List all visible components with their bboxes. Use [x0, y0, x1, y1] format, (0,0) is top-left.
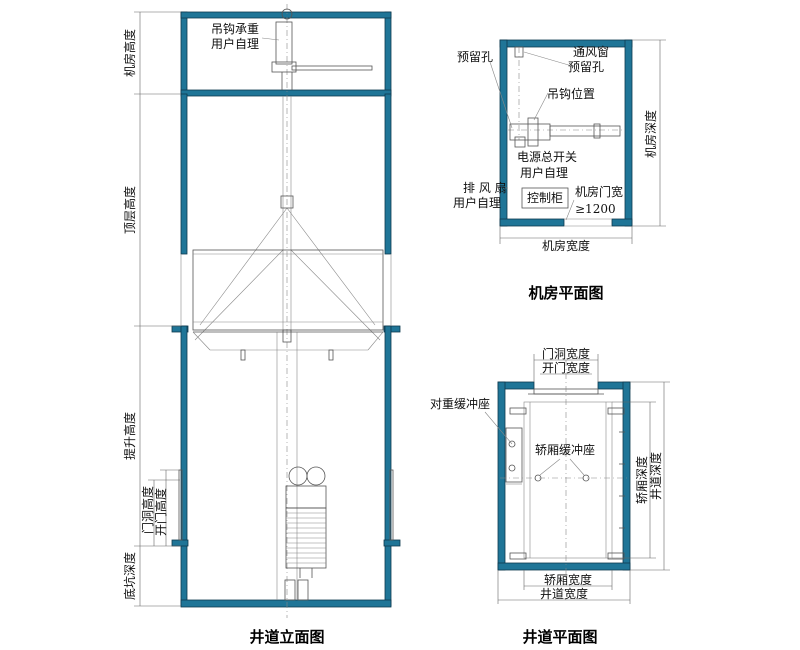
mr-machine-body	[509, 123, 551, 141]
sp-car-buffer-label: 轿厢缓冲座	[535, 442, 595, 457]
mr-top-wall	[499, 39, 633, 48]
machine-room-floor-slab	[180, 89, 392, 97]
mr-exhaust-self-label: 用户自理	[453, 195, 501, 210]
mr-depth-label: 机房深度	[643, 110, 658, 158]
pit-left-step	[171, 539, 189, 547]
mr-vent-label-2: 预留孔	[568, 60, 604, 74]
sp-left-wall	[497, 381, 506, 571]
traction-machine	[275, 21, 293, 65]
top-left-wall	[180, 93, 188, 255]
mr-exhaust-fan-label: 排 风 扇	[463, 180, 507, 195]
lower-left-wall	[180, 325, 188, 607]
sp-car-outline	[523, 401, 613, 559]
travel-height-label: 提升高度	[122, 412, 137, 460]
hook-note-line2: 用户自理	[211, 36, 259, 51]
counterweight-plates	[286, 512, 326, 564]
sp-counterweight	[505, 427, 523, 483]
mr-bottom-wall-left	[499, 218, 565, 227]
right-landing-slab	[383, 325, 401, 333]
door-open-height-label: 开门高度	[153, 488, 168, 536]
control-cabinet	[521, 187, 569, 209]
elevation-title: 井道立面图	[249, 628, 324, 646]
car-shoe	[282, 329, 292, 343]
counterweight-head	[285, 485, 327, 509]
door-hole-height-label: 门洞高度	[140, 486, 155, 534]
hook-circle	[281, 8, 293, 20]
sp-door-hole-width-label: 门洞宽度	[542, 346, 590, 361]
machine-room-roof	[180, 11, 392, 19]
shaft-plan: 轿厢缓冲座 对重缓冲座 门洞宽度 开门宽度 轿厢深度 井道深度 轿厢宽度 井道宽…	[430, 346, 670, 646]
machine-room-right-wall	[384, 11, 392, 95]
pit-buffer-left	[284, 579, 296, 601]
sp-rail-top-left	[509, 407, 527, 415]
lower-door-frame-right	[389, 469, 394, 541]
pit-right-step	[383, 539, 401, 547]
sp-rail-bottom-right	[607, 552, 625, 560]
mr-power-switch-label: 电源总开关	[517, 150, 577, 164]
shaft-elevation: 吊钩承重 用户自理 机房高度 顶层高度 提升高度 门洞高度 开门高度 底坑深度 …	[122, 4, 401, 646]
sp-rail-bottom-left	[509, 552, 527, 560]
sp-car-buffer-right	[582, 474, 590, 482]
sp-rail-top-right	[607, 407, 625, 415]
machine-room-plan: 控制柜 预留孔 通风窗 预留孔 吊钩位置 电源总开关 用户自理 排 风 扇 用户…	[453, 39, 666, 302]
sp-bottom-wall	[497, 562, 631, 571]
elevation-dimensions: 机房高度 顶层高度 提升高度 门洞高度 开门高度 底坑深度	[122, 11, 181, 607]
mr-self-managed-label: 用户自理	[520, 165, 568, 180]
shaft-plan-title: 井道平面图	[522, 628, 597, 646]
mr-reserved-hole-label: 预留孔	[457, 50, 493, 64]
sp-cw-buffer-label: 对重缓冲座	[430, 396, 490, 411]
mr-width-label: 机房宽度	[542, 238, 590, 253]
lower-right-wall	[384, 325, 392, 607]
sp-door-open-width-label: 开门宽度	[542, 360, 590, 375]
mr-hook-mark	[527, 117, 539, 147]
sp-shaft-width-label: 井道宽度	[540, 586, 588, 601]
hook-note-line1: 吊钩承重	[211, 22, 259, 36]
pit-depth-label: 底坑深度	[122, 552, 137, 600]
mr-door-width-label: 机房门宽	[575, 184, 623, 199]
top-floor-height-label: 顶层高度	[122, 186, 137, 234]
machine-room-plan-title: 机房平面图	[528, 284, 603, 302]
machine-base	[271, 61, 297, 73]
pit-buffer-right	[297, 579, 309, 601]
mr-vent-label-1: 通风窗	[573, 45, 609, 59]
mr-left-wall	[499, 39, 508, 227]
car-upper-frame	[192, 249, 384, 331]
sp-car-depth-label: 轿厢深度	[634, 456, 649, 504]
top-right-wall	[384, 93, 392, 255]
mr-beam	[549, 125, 621, 137]
pit-sheave-right	[306, 466, 326, 486]
control-cabinet-label: 控制柜	[527, 191, 563, 205]
lower-door-frame-left	[178, 469, 183, 541]
pit-sheave-left	[288, 466, 308, 486]
sp-shaft-depth-label: 井道深度	[648, 452, 663, 500]
sp-car-width-label: 轿厢宽度	[544, 572, 592, 587]
sp-car-buffer-left	[534, 474, 542, 482]
pit-floor	[180, 599, 392, 608]
mr-hook-position-label: 吊钩位置	[547, 86, 595, 101]
mr-door-width-value: ≥1200	[575, 202, 616, 216]
machine-room-left-wall	[180, 11, 188, 95]
mr-right-wall	[624, 39, 633, 227]
machine-room-height-label: 机房高度	[122, 29, 137, 77]
machine-beam	[291, 65, 373, 71]
mr-bottom-wall-right	[611, 218, 633, 227]
